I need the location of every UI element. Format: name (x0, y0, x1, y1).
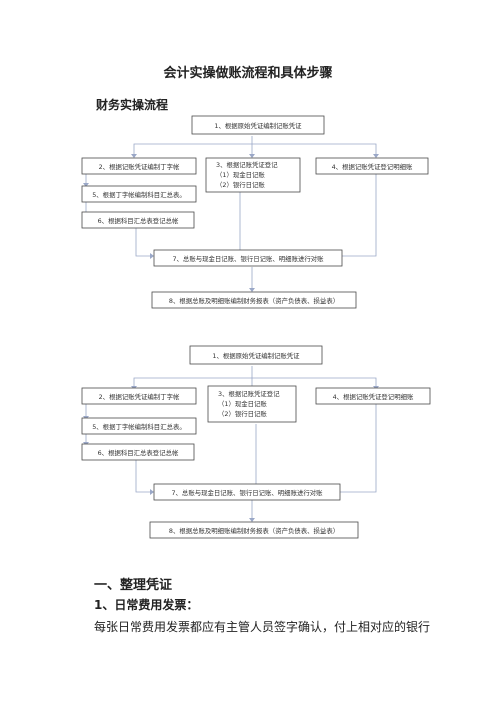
flow-step-2: 2、根据记账凭证编制丁字帐 (81, 157, 197, 175)
arrow-head (249, 154, 255, 158)
flow-step-1-label: 1、根据原始凭证编制记账凭证 (212, 351, 300, 360)
flow-step-1: 1、根据原始凭证编制记账凭证 (189, 345, 323, 365)
flow-step-2-label: 2、根据记账凭证编制丁字帐 (99, 162, 180, 171)
flow-step-7: 7、总账与现金日记账、银行日记账、明细账进行对账 (153, 483, 341, 501)
flow-step-6: 6、根据科目汇总表登记总帐 (81, 443, 195, 461)
flowchart-2: 1、根据原始凭证编制记账凭证 2、根据记账凭证编制丁字帐 3、根据记账凭证登记 … (81, 345, 431, 539)
arrow-head (249, 288, 255, 292)
flow-step-5: 5、根据丁字帐编制科目汇总表。 (81, 417, 197, 435)
section-heading: 一、整理凭证 (94, 578, 173, 593)
flow-step-5-label: 5、根据丁字帐编制科目汇总表。 (92, 422, 186, 431)
arrow-head (83, 183, 89, 187)
flow-step-1: 1、根据原始凭证编制记账凭证 (191, 115, 325, 135)
flow-step-3: 3、根据记账凭证登记 （1）现金日记账 （2）银行日记账 (205, 157, 301, 193)
arrow-head (131, 154, 137, 158)
flow-step-6: 6、根据科目汇总表登记总帐 (81, 211, 195, 229)
flow-step-4-label: 4、根据记账凭证登记明细账 (332, 162, 413, 171)
flow-step-8: 8、根据总账及明细账编制财务报表（资产负债表、损益表） (149, 521, 359, 539)
connector (133, 366, 377, 386)
sub-heading: 1、日常费用发票： (94, 598, 199, 612)
flow-step-3-item-1: （1）现金日记账 (216, 170, 265, 179)
flow-step-7-label: 7、总账与现金日记账、银行日记账、明细账进行对账 (172, 254, 324, 263)
flow-step-8: 8、根据总账及明细账编制财务报表（资产负债表、损益表） (151, 291, 357, 309)
flow-step-5: 5、根据丁字帐编制科目汇总表。 (81, 185, 197, 203)
flow-step-6-label: 6、根据科目汇总表登记总帐 (98, 448, 179, 457)
flow-step-4: 4、根据记账凭证登记明细账 (315, 157, 429, 175)
flow-step-2-label: 2、根据记账凭证编制丁字帐 (99, 392, 180, 401)
flow-step-4-label: 4、根据记账凭证登记明细账 (333, 392, 414, 401)
flow-step-3-title: 3、根据记账凭证登记 (216, 160, 278, 169)
flow-step-3-item-1: （1）现金日记账 (218, 399, 267, 408)
flow-step-3-item-2: （2）银行日记账 (218, 409, 267, 418)
connector (340, 400, 377, 493)
section-subtitle: 财务实操流程 (96, 98, 169, 112)
document-title: 会计实操做账流程和具体步骤 (163, 66, 333, 81)
flow-step-5-label: 5、根据丁字帐编制科目汇总表。 (92, 190, 186, 199)
flow-step-2: 2、根据记账凭证编制丁字帐 (81, 387, 197, 405)
flow-step-7: 7、总账与现金日记账、银行日记账、明细账进行对账 (153, 249, 343, 267)
arrow-head (150, 489, 154, 495)
arrow-head (249, 518, 255, 522)
flow-step-8-label: 8、根据总账及明细账编制财务报表（资产负债表、损益表） (169, 526, 339, 535)
flow-step-4: 4、根据记账凭证登记明细账 (315, 387, 431, 405)
body-paragraph: 每张日常费用发票都应有主管人员签字确认，付上相对应的银行 (94, 620, 431, 634)
flow-step-3-title: 3、根据记账凭证登记 (218, 389, 280, 398)
flowchart-1: 1、根据原始凭证编制记账凭证 2、根据记账凭证编制丁字帐 3、根据记账凭证登记 … (81, 115, 429, 309)
arrow-head (373, 154, 379, 158)
arrow-head (150, 253, 154, 259)
connector (342, 166, 377, 257)
connector (135, 226, 150, 257)
connector (135, 458, 150, 493)
flow-step-7-label: 7、总账与现金日记账、银行日记账、明细账进行对账 (171, 488, 323, 497)
connector (133, 136, 377, 154)
flow-step-1-label: 1、根据原始凭证编制记账凭证 (214, 121, 302, 130)
flow-step-6-label: 6、根据科目汇总表登记总帐 (98, 216, 179, 225)
flow-step-8-label: 8、根据总账及明细账编制财务报表（资产负债表、损益表） (169, 296, 339, 305)
flow-step-3: 3、根据记账凭证登记 （1）现金日记账 （2）银行日记账 (207, 385, 297, 423)
flow-step-3-item-2: （2）银行日记账 (216, 180, 265, 189)
